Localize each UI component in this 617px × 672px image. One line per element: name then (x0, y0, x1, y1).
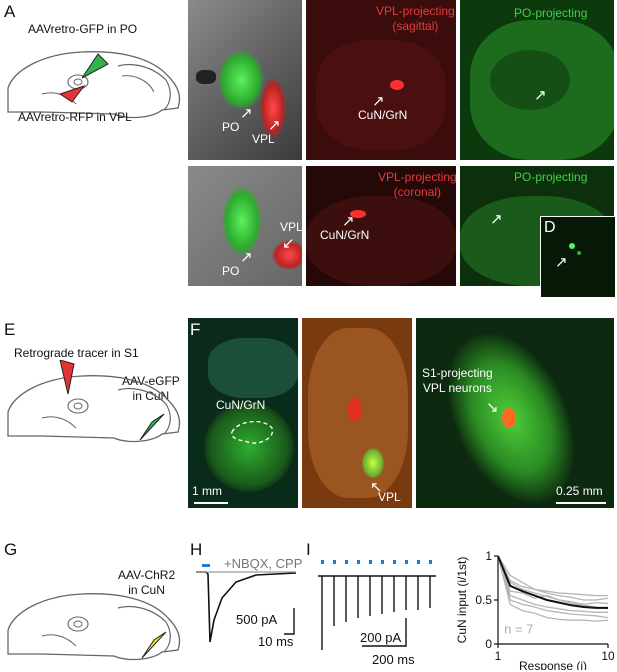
panel-label-e: E (4, 320, 16, 339)
label-nbqx-cpp: +NBQX, CPP (224, 556, 303, 571)
image-c2-vpl-coronal: VPL-projecting(coronal) ↗ CuN/GrN (306, 166, 456, 286)
x-axis-label: Response (i) (519, 659, 587, 670)
y-tick-label: 1 (485, 549, 492, 563)
image-d-inset: D ↗ (540, 216, 616, 298)
y-tick-label: 0 (485, 637, 492, 651)
label-aavretro-rfp: AAVretro-RFP in VPL (18, 110, 132, 124)
series-line-individual (497, 555, 609, 601)
series-line-individual (497, 555, 608, 597)
arrow-icon: ↗ (342, 213, 355, 230)
n-annotation: n = 7 (504, 621, 533, 636)
label-cun-grn-c: CuN/GrN (320, 228, 370, 242)
label-cun-grn-b: CuN/GrN (358, 108, 408, 122)
x-tick-label: 1 (495, 649, 502, 663)
scale-bar (556, 502, 606, 504)
panel-label-h: H (190, 540, 203, 559)
cun-grn-outline (231, 421, 274, 444)
scale-1mm-label: 1 mm (192, 484, 222, 498)
panel-label-f: F (190, 320, 201, 339)
scale-10ms-label: 10 ms (258, 634, 294, 649)
title-po-projecting-c: PO-projecting (514, 170, 588, 184)
y-tick-label: 0.5 (475, 593, 492, 607)
scale-bar-i (362, 618, 407, 647)
scale-bar (194, 502, 228, 504)
label-vpl-f: VPL (378, 490, 401, 504)
label-vpl-c: VPL (280, 220, 302, 234)
series-line-mean (497, 555, 608, 609)
image-f1-cun-grn: CuN/GrN 1 mm (188, 318, 298, 508)
label-aavretro-gfp: AAVretro-GFP in PO (28, 22, 138, 36)
arrow-icon: ↗ (534, 87, 547, 104)
title-vpl-projecting-coronal: VPL-projecting(coronal) (378, 170, 456, 199)
arrow-icon: ↗ (372, 93, 385, 110)
light-pulse-marker (202, 564, 210, 567)
scale-025mm-label: 0.25 mm (556, 484, 603, 498)
panel-label-a: A (4, 2, 16, 21)
title-po-projecting-b: PO-projecting (514, 6, 588, 20)
label-cun-grn-f: CuN/GrN (216, 398, 266, 412)
series-line-individual (497, 555, 609, 622)
arrow-icon: ↖ (370, 479, 383, 496)
brain-diagram-a (7, 51, 181, 119)
trace-i (318, 560, 436, 650)
label-vpl-b: VPL (252, 132, 275, 146)
panel-label-d: D (544, 219, 556, 236)
arrow-icon: ↗ (490, 211, 503, 228)
brain-diagram-e (7, 360, 181, 443)
brain-diagram-g (7, 593, 181, 661)
label-po-b: PO (222, 120, 240, 134)
x-tick-label: 10 (601, 649, 614, 663)
series-line-individual (497, 555, 609, 610)
image-f2-coronal: ↖ VPL (302, 318, 412, 508)
scale-200pa-label: 200 pA (360, 630, 402, 645)
arrow-icon: ↗ (240, 105, 253, 122)
label-retrograde-tracer: Retrograde tracer in S1 (14, 346, 139, 360)
panel-label-g: G (4, 540, 18, 559)
scale-bar-h (284, 608, 295, 635)
image-b2-vpl-sagittal: VPL-projecting(sagittal) ↗ CuN/GrN (306, 0, 456, 160)
arrow-icon: ↗ (555, 254, 568, 271)
arrow-icon: ↘ (486, 399, 499, 416)
y-axis-label: CuN input (i/1st) (455, 557, 469, 644)
panel-label-i: I (306, 540, 311, 559)
label-po-c: PO (222, 264, 240, 278)
trace-h (196, 571, 296, 643)
arrow-icon: ↗ (268, 117, 281, 134)
arrow-icon: ↙ (282, 235, 295, 252)
image-b3-po-projecting: PO-projecting ↗ (460, 0, 614, 160)
series-line-individual (497, 555, 608, 613)
scale-500pa-label: 500 pA (236, 612, 278, 627)
series-line-individual (497, 555, 609, 619)
image-c1-brightfield: VPL PO ↗ ↙ (188, 166, 302, 286)
arrow-icon: ↗ (240, 249, 253, 266)
title-vpl-projecting-sagittal: VPL-projecting(sagittal) (376, 4, 455, 33)
scale-200ms-label: 200 ms (372, 652, 415, 667)
image-b1-brightfield: PO VPL ↗ ↗ (188, 0, 302, 160)
